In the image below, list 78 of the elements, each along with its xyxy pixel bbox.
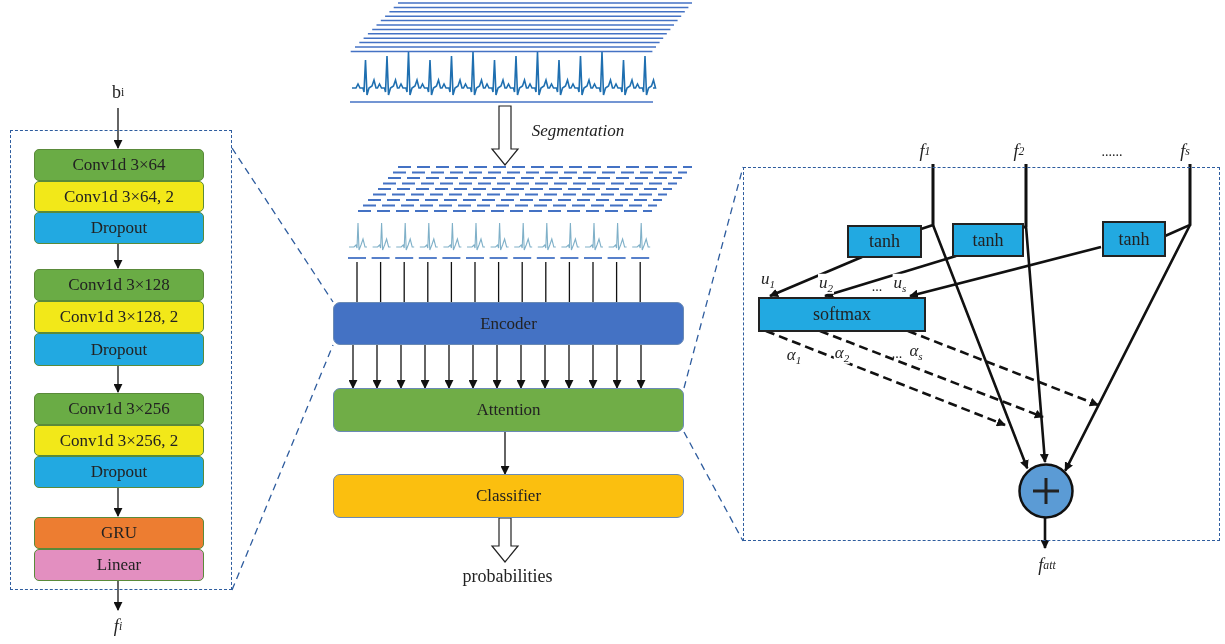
module-box: Classifier	[333, 474, 684, 518]
arrow	[444, 344, 454, 389]
dashed-panel	[10, 130, 232, 590]
connector-line	[592, 261, 594, 303]
edge-label: u$_{2}$	[818, 273, 834, 295]
layer-box: GRU	[34, 517, 204, 549]
connector-line	[497, 261, 500, 303]
arrow	[769, 255, 863, 298]
arrow	[1064, 164, 1192, 472]
connector-line	[474, 261, 476, 303]
arrow	[113, 107, 123, 149]
arrow	[348, 344, 358, 389]
hollow-arrow	[490, 517, 520, 563]
ecg-segments-drawing	[348, 165, 693, 262]
layer-box: Conv1d 3×256, 2	[34, 425, 204, 456]
dashed-arrow	[765, 329, 1006, 427]
function-box: tanh	[847, 225, 922, 258]
ellipsis-label: ...	[871, 280, 883, 294]
arrow	[636, 344, 646, 389]
module-box: Encoder	[333, 302, 684, 345]
layer-box: Dropout	[34, 333, 204, 366]
arrow	[1040, 518, 1050, 549]
arrow	[516, 344, 526, 389]
layer-box: Dropout	[34, 456, 204, 488]
connector-line	[521, 261, 523, 303]
connector-line	[615, 261, 618, 303]
ellipsis-label: ...	[891, 347, 903, 361]
arrow	[396, 344, 406, 389]
zoom-line	[683, 166, 744, 389]
arrow	[372, 344, 382, 389]
arrow	[420, 344, 430, 389]
connector-line	[427, 261, 429, 303]
connector-line	[379, 261, 382, 303]
zoom-line	[231, 344, 334, 591]
arrow	[113, 364, 123, 393]
arrow	[492, 344, 502, 389]
layer-box: Conv1d 3×64	[34, 149, 204, 181]
arrow	[540, 344, 550, 389]
zoom-line	[683, 431, 744, 542]
layer-box: Conv1d 3×256	[34, 393, 204, 425]
arrow	[612, 344, 622, 389]
connector-line	[356, 261, 358, 303]
arrow	[931, 164, 1029, 470]
hollow-arrow	[490, 105, 520, 166]
arrow	[564, 344, 574, 389]
arrow	[113, 486, 123, 517]
arrow	[113, 242, 123, 269]
function-box: tanh	[1102, 221, 1166, 257]
layer-box: Conv1d 3×128, 2	[34, 301, 204, 333]
ecg-signal-drawing	[348, 0, 693, 106]
dashed-arrow	[819, 329, 1044, 419]
arrow	[1024, 164, 1049, 463]
connector-line	[639, 261, 641, 303]
connector-line	[545, 261, 547, 303]
function-box: softmax	[758, 297, 926, 332]
arrow	[588, 344, 598, 389]
layer-box: Dropout	[34, 212, 204, 244]
adder-symbol	[1018, 463, 1074, 519]
layer-box: Conv1d 3×128	[34, 269, 204, 301]
arrow	[500, 431, 510, 475]
dashed-panel	[743, 167, 1220, 541]
edge-label: Segmentation	[530, 121, 626, 139]
function-box: tanh	[952, 223, 1024, 257]
layer-box: Linear	[34, 549, 204, 581]
ellipsis-label: ......	[1101, 145, 1123, 159]
connector-line	[568, 261, 571, 303]
connector-line	[403, 261, 405, 303]
layer-box: Conv1d 3×64, 2	[34, 181, 204, 212]
arrow	[468, 344, 478, 389]
output-label: probabilities	[445, 562, 570, 590]
dashed-arrow	[907, 329, 1099, 407]
module-box: Attention	[333, 388, 684, 432]
connector-line	[450, 261, 453, 303]
edge-label: u$_{s}$	[892, 273, 908, 295]
arrow	[113, 579, 123, 611]
arrow	[909, 245, 1102, 299]
zoom-line	[231, 147, 334, 303]
arrow	[824, 254, 957, 298]
